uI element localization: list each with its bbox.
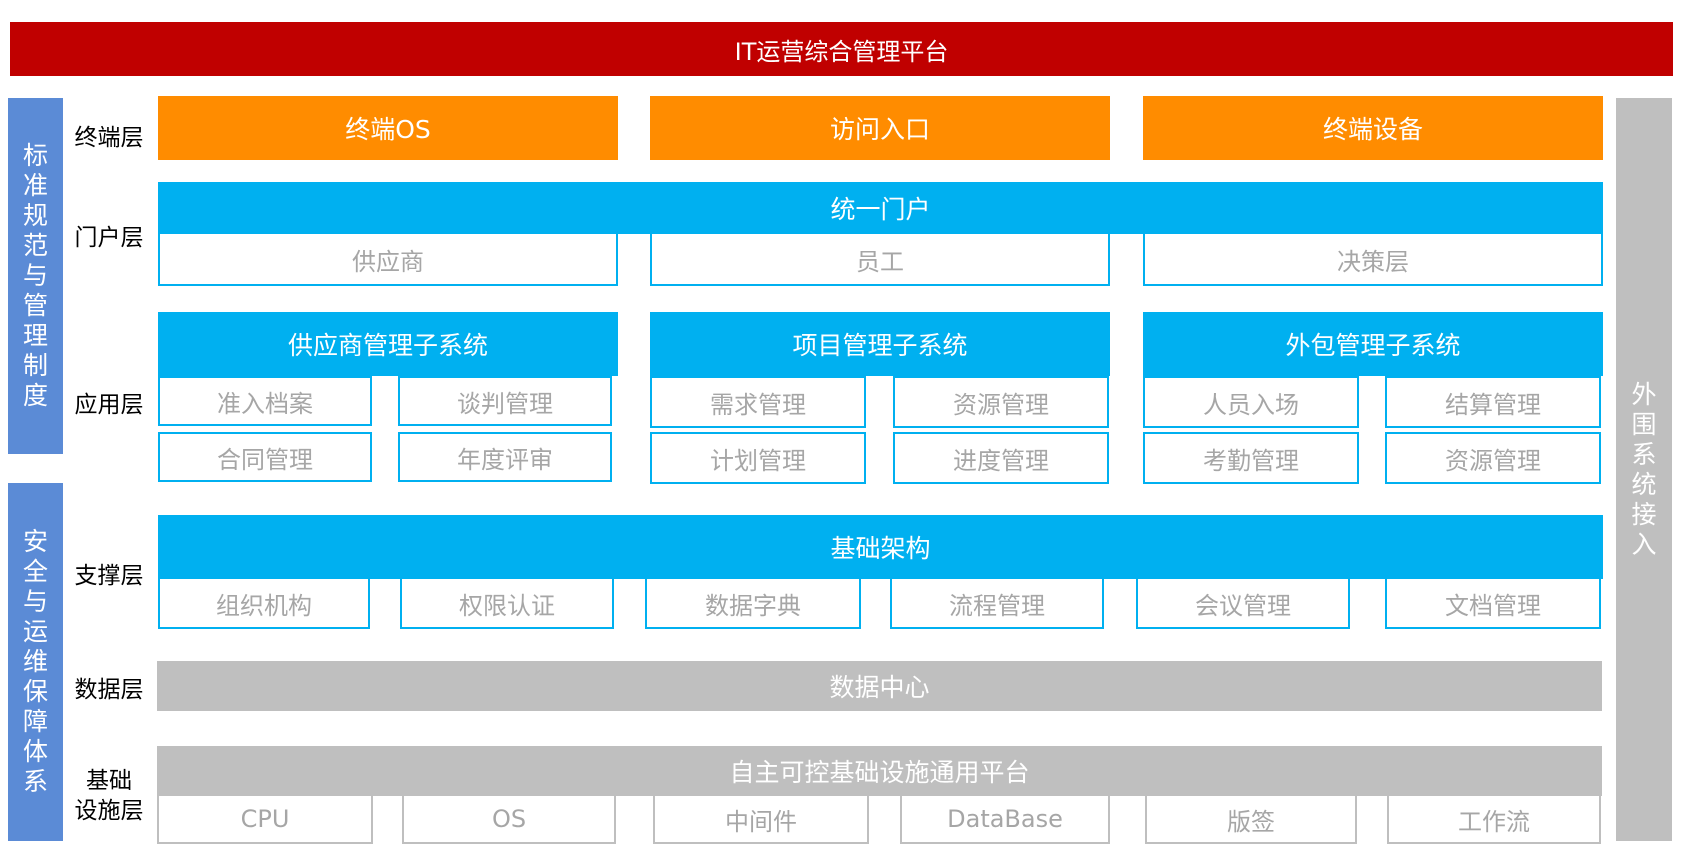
subsystem-outsourcing: 外包管理子系统 [1143, 312, 1603, 376]
support-item-document: 文档管理 [1385, 579, 1601, 629]
module-resources-outsourcing: 资源管理 [1385, 432, 1601, 484]
infra-item-license: 版签 [1145, 796, 1357, 844]
support-item-meeting: 会议管理 [1136, 579, 1350, 629]
subsystem-supplier: 供应商管理子系统 [158, 312, 618, 376]
module-negotiation: 谈判管理 [398, 376, 612, 426]
portal-item-decision: 决策层 [1143, 234, 1603, 286]
portal-item-employee: 员工 [650, 234, 1110, 286]
module-planning: 计划管理 [650, 432, 866, 484]
sidebar-standards: 标准规范与管理制度 [8, 98, 63, 454]
infra-item-cpu: CPU [157, 796, 373, 844]
sidebar-external-text: 外围系统接入 [1631, 379, 1657, 559]
infra-item-database: DataBase [900, 796, 1110, 844]
support-item-auth: 权限认证 [400, 579, 614, 629]
support-item-dictionary: 数据字典 [645, 579, 861, 629]
module-personnel-entry: 人员入场 [1143, 376, 1359, 428]
terminal-box-device: 终端设备 [1143, 96, 1603, 160]
infrastructure-platform: 自主可控基础设施通用平台 [157, 746, 1602, 796]
module-requirements: 需求管理 [650, 376, 866, 428]
module-settlement: 结算管理 [1385, 376, 1601, 428]
terminal-box-os: 终端OS [158, 96, 618, 160]
layer-label-infrastructure: 基础 设施层 [64, 762, 154, 830]
layer-label-support: 支撑层 [74, 563, 144, 589]
infra-item-middleware: 中间件 [653, 796, 869, 844]
module-attendance: 考勤管理 [1143, 432, 1359, 484]
layer-label-terminal: 终端层 [74, 125, 144, 151]
data-center: 数据中心 [157, 661, 1602, 711]
infra-item-workflow: 工作流 [1387, 796, 1601, 844]
sidebar-external: 外围系统接入 [1616, 98, 1672, 841]
module-progress: 进度管理 [893, 432, 1109, 484]
module-admission: 准入档案 [158, 376, 372, 426]
layer-label-portal: 门户层 [74, 225, 144, 251]
portal-item-supplier: 供应商 [158, 234, 618, 286]
layer-label-infrastructure-line2: 设施层 [74, 798, 144, 824]
platform-title: IT运营综合管理平台 [10, 22, 1673, 76]
sidebar-security: 安全与运维保障体系 [8, 483, 63, 841]
module-annual-review: 年度评审 [398, 432, 612, 482]
sidebar-security-text: 安全与运维保障体系 [23, 527, 49, 796]
sidebar-standards-text: 标准规范与管理制度 [23, 141, 49, 410]
portal-header: 统一门户 [158, 182, 1603, 234]
terminal-box-entry: 访问入口 [650, 96, 1110, 160]
layer-label-application: 应用层 [74, 392, 144, 418]
subsystem-project: 项目管理子系统 [650, 312, 1110, 376]
layer-label-data: 数据层 [74, 677, 144, 703]
support-header: 基础架构 [158, 515, 1603, 579]
layer-label-infrastructure-line1: 基础 [86, 768, 132, 794]
module-resources-project: 资源管理 [893, 376, 1109, 428]
support-item-workflow: 流程管理 [890, 579, 1104, 629]
infra-item-os: OS [402, 796, 616, 844]
module-contract: 合同管理 [158, 432, 372, 482]
support-item-organization: 组织机构 [158, 579, 370, 629]
